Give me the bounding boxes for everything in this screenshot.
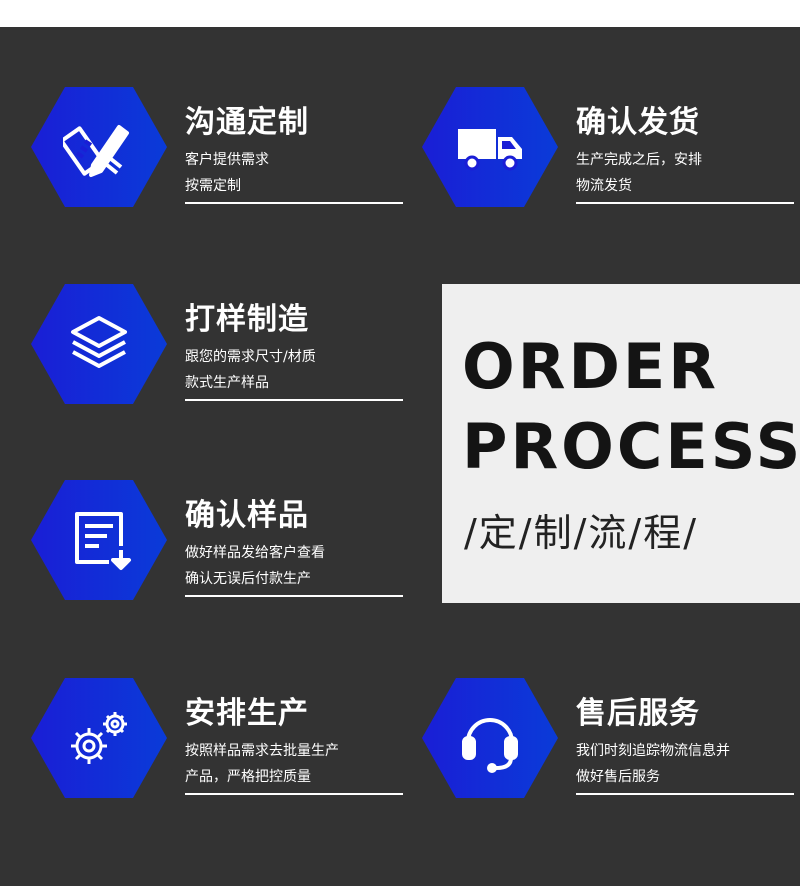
step-description-line: 做好样品发给客户查看 bbox=[185, 545, 325, 561]
underline-divider bbox=[185, 793, 403, 795]
step-icon-hexagon bbox=[31, 480, 167, 600]
step-communicate: 沟通定制 客户提供需求 按需定制 bbox=[31, 87, 411, 217]
underline-divider bbox=[185, 202, 403, 204]
order-heading: ORDER bbox=[462, 330, 720, 403]
underline-divider bbox=[185, 595, 403, 597]
step-title: 打样制造 bbox=[185, 302, 309, 337]
layers-icon bbox=[71, 316, 127, 368]
document-download-icon bbox=[75, 512, 131, 570]
pencil-ruler-icon bbox=[63, 125, 129, 177]
step-icon-hexagon bbox=[31, 284, 167, 404]
step-description-line: 做好售后服务 bbox=[576, 769, 660, 785]
step-description: 生产完成之后，安排 物流发货 bbox=[576, 147, 796, 199]
gears-icon bbox=[71, 712, 127, 764]
step-description: 我们时刻追踪物流信息并 做好售后服务 bbox=[576, 738, 796, 790]
truck-icon bbox=[458, 129, 522, 171]
step-after-sales: 售后服务 我们时刻追踪物流信息并 做好售后服务 bbox=[422, 678, 800, 808]
step-description-line: 款式生产样品 bbox=[185, 375, 269, 391]
step-icon-hexagon bbox=[31, 678, 167, 798]
step-title: 沟通定制 bbox=[185, 105, 309, 140]
step-description-line: 产品，严格把控质量 bbox=[185, 769, 311, 785]
step-title: 确认发货 bbox=[576, 105, 700, 140]
step-description-line: 我们时刻追踪物流信息并 bbox=[576, 743, 730, 759]
step-title: 售后服务 bbox=[576, 696, 700, 731]
step-ship: 确认发货 生产完成之后，安排 物流发货 bbox=[422, 87, 800, 217]
headset-icon bbox=[462, 718, 518, 773]
step-description-line: 生产完成之后，安排 bbox=[576, 152, 702, 168]
step-description: 做好样品发给客户查看 确认无误后付款生产 bbox=[185, 540, 405, 592]
step-production: 安排生产 按照样品需求去批量生产 产品，严格把控质量 bbox=[31, 678, 411, 808]
order-process-cn-subtitle: /定/制/流/程/ bbox=[464, 511, 699, 555]
step-description-line: 跟您的需求尺寸/材质 bbox=[185, 349, 316, 365]
step-icon-hexagon bbox=[31, 87, 167, 207]
step-confirm-sample: 确认样品 做好样品发给客户查看 确认无误后付款生产 bbox=[31, 480, 411, 610]
underline-divider bbox=[576, 202, 794, 204]
step-icon-hexagon bbox=[422, 87, 558, 207]
step-title: 安排生产 bbox=[185, 696, 309, 731]
step-description-line: 按照样品需求去批量生产 bbox=[185, 743, 339, 759]
underline-divider bbox=[185, 399, 403, 401]
underline-divider bbox=[576, 793, 794, 795]
step-description: 按照样品需求去批量生产 产品，严格把控质量 bbox=[185, 738, 405, 790]
order-process-box: ORDER PROCESS /定/制/流/程/ bbox=[442, 284, 800, 603]
step-icon-hexagon bbox=[422, 678, 558, 798]
step-description: 跟您的需求尺寸/材质 款式生产样品 bbox=[185, 344, 405, 396]
step-description: 客户提供需求 按需定制 bbox=[185, 147, 405, 199]
step-description-line: 按需定制 bbox=[185, 178, 241, 194]
step-description-line: 客户提供需求 bbox=[185, 152, 269, 168]
step-sampling: 打样制造 跟您的需求尺寸/材质 款式生产样品 bbox=[31, 284, 411, 414]
step-title: 确认样品 bbox=[185, 498, 309, 533]
process-heading: PROCESS bbox=[462, 410, 800, 483]
step-description-line: 确认无误后付款生产 bbox=[185, 571, 311, 587]
step-description-line: 物流发货 bbox=[576, 178, 632, 194]
